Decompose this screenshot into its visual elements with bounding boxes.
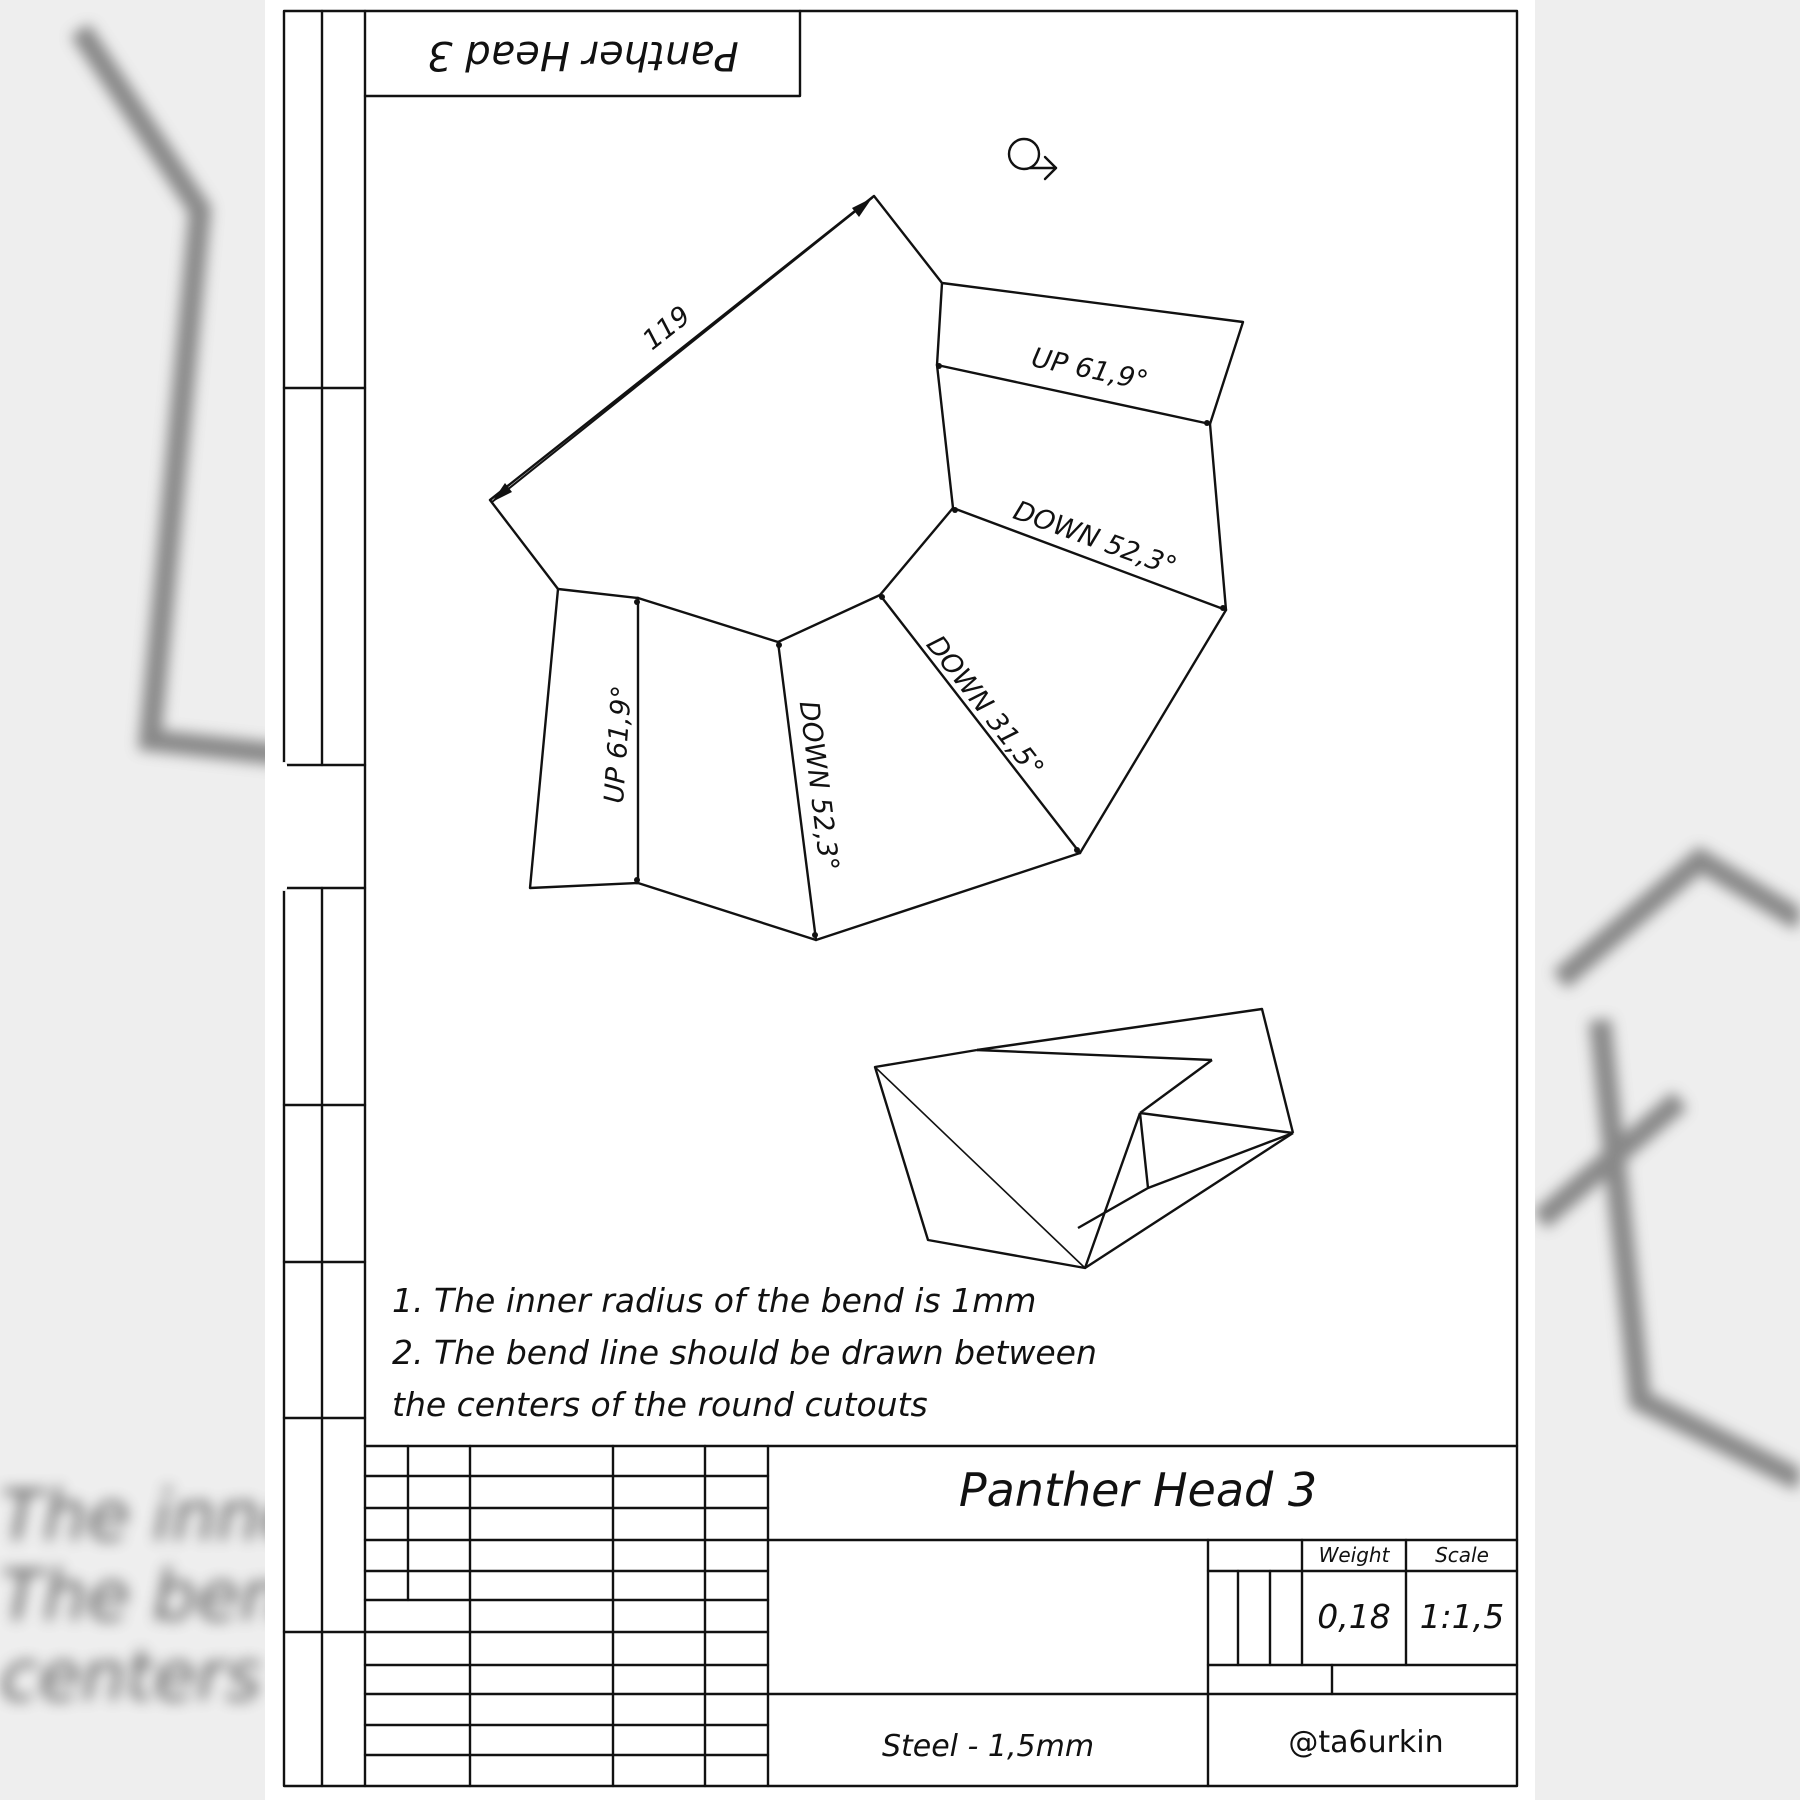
dimension-label-119: 119	[637, 300, 697, 356]
isometric-view	[873, 1007, 1295, 1270]
title-block-title: Panther Head 3	[959, 1463, 1317, 1517]
bend-line-up-top	[935, 363, 1212, 426]
drawing-sheet	[265, 0, 1535, 1800]
bend-label-down-middle: DOWN 31,5°	[920, 630, 1050, 784]
material-label: Steel - 1,5mm	[882, 1729, 1094, 1764]
bend-line-down-left	[776, 640, 818, 942]
stamp-top-title: Panther Head 3	[427, 32, 739, 78]
top-stamp-box	[363, 9, 802, 98]
scale-value: 1:1,5	[1420, 1597, 1505, 1636]
author-label: @ta6urkin	[1288, 1725, 1443, 1760]
bend-label-up-top: UP 61,9°	[1029, 342, 1151, 397]
note-line-2: 2. The bend line should be drawn between	[392, 1333, 1097, 1372]
outer-frame	[282, 9, 1519, 1788]
weight-label: Weight	[1319, 1543, 1391, 1567]
weight-value: 0,18	[1317, 1597, 1390, 1636]
bend-line-down-middle	[878, 593, 1082, 855]
scale-label: Scale	[1435, 1543, 1489, 1567]
note-line-1: 1. The inner radius of the bend is 1mm	[392, 1281, 1036, 1320]
unfolded-view-icon	[1007, 137, 1058, 181]
bend-label-down-left: DOWN 52,3°	[793, 699, 845, 873]
bend-label-up-left: UP 61,9°	[599, 684, 638, 804]
note-line-3: the centers of the round cutouts	[392, 1385, 928, 1424]
flat-pattern-outline	[488, 194, 1245, 942]
bend-label-down-right: DOWN 52,3°	[1009, 495, 1180, 583]
dimension-line-119	[491, 197, 873, 503]
bend-line-down-right	[951, 506, 1228, 612]
